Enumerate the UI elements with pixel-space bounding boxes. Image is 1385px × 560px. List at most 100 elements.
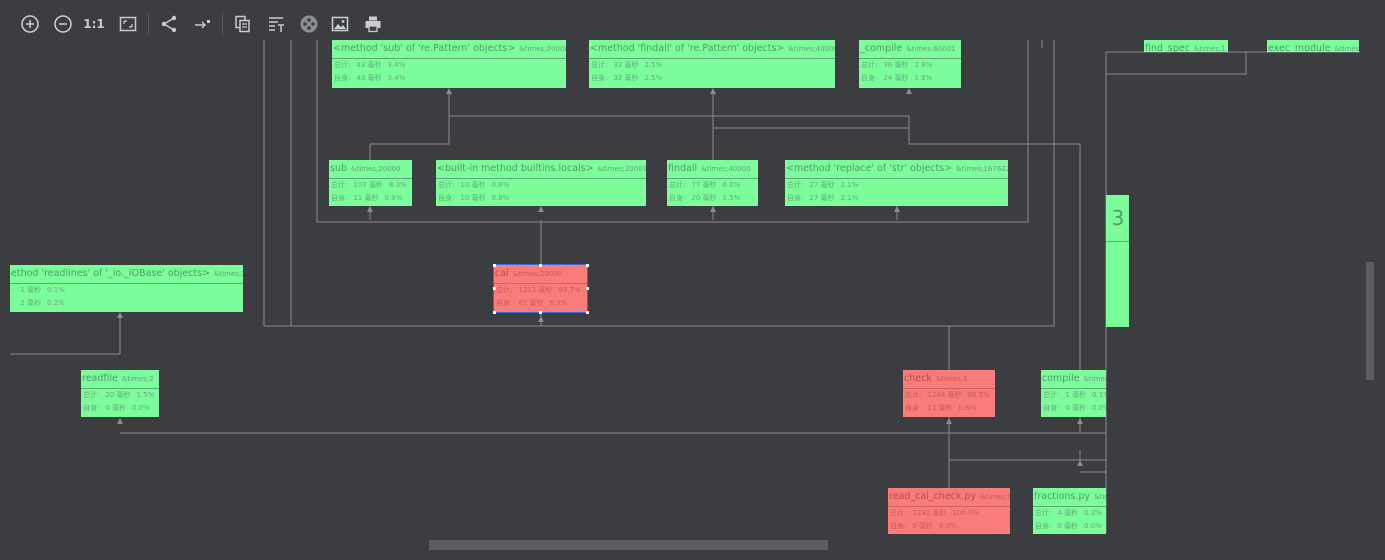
row-label: 自身: [890, 522, 907, 530]
row-label: 自身: [861, 74, 878, 82]
row-percent: 2.5% [644, 74, 663, 82]
row-percent: 3.4% [387, 61, 406, 69]
row-label: 总计: [331, 181, 348, 189]
selection-handle[interactable] [585, 310, 589, 314]
actual-size-label: 1:1 [83, 17, 105, 31]
node-function-name: find_spec [1145, 43, 1190, 52]
apply-layout-button[interactable] [190, 12, 214, 36]
selection-handle[interactable] [539, 263, 542, 267]
row-percent: 3.4% [387, 74, 406, 82]
selection-handle[interactable] [585, 263, 589, 267]
row-label: 自身: [496, 299, 513, 307]
node-title: read_cal_check.py&times;1 [888, 488, 1010, 507]
node-title: <method 'sub' of 're.Pattern' objects>&t… [332, 40, 566, 59]
node-hit-count: &times;40000 [788, 45, 835, 53]
node-title: exec_module&times;1 [1267, 40, 1359, 52]
zoom-in-button[interactable] [18, 12, 42, 36]
row-time: 24 毫秒 [883, 74, 909, 82]
call-node-findall-pattern[interactable]: <method 'findall' of 're.Pattern' object… [589, 40, 835, 88]
row-percent: 0.3% [1084, 509, 1102, 517]
row-time: 2 毫秒 [20, 299, 42, 307]
row-time: 1248 毫秒 [927, 391, 962, 399]
row-percent: 0.8% [958, 404, 977, 412]
row-time: 32 毫秒 [613, 74, 639, 82]
text-align-icon [269, 17, 284, 32]
horizontal-scrollbar[interactable] [429, 540, 828, 550]
copy-button[interactable] [231, 12, 255, 36]
call-node-locals[interactable]: <built-in method builtins.locals>&times;… [436, 160, 646, 206]
node-hit-count: &times;40000 [701, 165, 751, 173]
call-node-find-spec[interactable]: find_spec&times;1 [1144, 40, 1228, 52]
call-node-exec-module[interactable]: exec_module&times;1 [1267, 40, 1359, 52]
move-icon [300, 15, 318, 33]
node-title: fractions.py&times;1 [1033, 488, 1106, 507]
selection-handle[interactable] [492, 287, 496, 290]
fit-content-icon [119, 16, 137, 32]
node-title: find_spec&times;1 [1144, 40, 1228, 52]
row-percent: 6.3% [549, 299, 568, 307]
row-label: 自身: [905, 404, 922, 412]
print-button[interactable] [361, 12, 385, 36]
selection-handle[interactable] [492, 310, 496, 314]
layout-button[interactable] [157, 12, 181, 36]
row-time: 10 毫秒 [460, 194, 486, 202]
selection-handle[interactable] [585, 287, 589, 290]
arrow-right-icon [195, 20, 210, 29]
call-node-sub-pattern[interactable]: <method 'sub' of 're.Pattern' objects>&t… [332, 40, 566, 88]
call-graph-canvas[interactable]: <method 'sub' of 're.Pattern' objects>&t… [0, 40, 1385, 560]
fit-content-button[interactable] [116, 12, 140, 36]
move-button[interactable] [297, 12, 321, 36]
row-label: 自身: [334, 74, 351, 82]
call-node-replace[interactable]: <method 'replace' of 'str' objects>&time… [785, 160, 1008, 206]
node-title: sub&times;20000 [329, 160, 412, 179]
call-node-fractions[interactable]: fractions.py&times;1总计:4 毫秒0.3%自身:0 毫秒0.… [1033, 488, 1106, 534]
selection-handle[interactable] [492, 263, 496, 267]
row-percent: 93.7% [558, 286, 581, 294]
row-time: 1 毫秒 [20, 286, 42, 294]
row-percent: 0.0% [939, 522, 957, 530]
call-node-partial[interactable]: 3 [1106, 195, 1129, 327]
show-info-button[interactable] [264, 12, 288, 36]
row-label: 自身: [1035, 522, 1052, 530]
row-time: 0 毫秒 [1065, 404, 1087, 412]
row-time: 0 毫秒 [912, 522, 934, 530]
export-image-button[interactable] [328, 12, 352, 36]
actual-size-button[interactable]: 1:1 [82, 12, 106, 36]
zoom-out-button[interactable] [51, 12, 75, 36]
node-title: findall&times;40000 [667, 160, 758, 179]
row-percent: 8.3% [388, 181, 407, 189]
call-node-compile[interactable]: compile&times;1总计:1 毫秒0.1%自身:0 毫秒0.0% [1041, 370, 1106, 417]
row-percent: 2.8% [914, 61, 933, 69]
vertical-scrollbar[interactable] [1366, 262, 1374, 380]
row-label: 自身: [669, 194, 686, 202]
row-label: 自身: [787, 194, 804, 202]
selection-handle[interactable] [539, 310, 542, 314]
node-function-name: exec_module [1268, 43, 1331, 52]
node-function-name: fractions.py [1034, 491, 1091, 502]
node-self-row: 自身: 0 毫秒 0.0% [888, 520, 1010, 533]
call-node-readlines[interactable]: ethod 'readlines' of '_io._IOBase' objec… [10, 265, 243, 312]
row-percent: 96.5% [967, 391, 990, 399]
node-hit-count: &times;20000 [512, 270, 563, 278]
row-percent: 0.2% [47, 299, 65, 307]
